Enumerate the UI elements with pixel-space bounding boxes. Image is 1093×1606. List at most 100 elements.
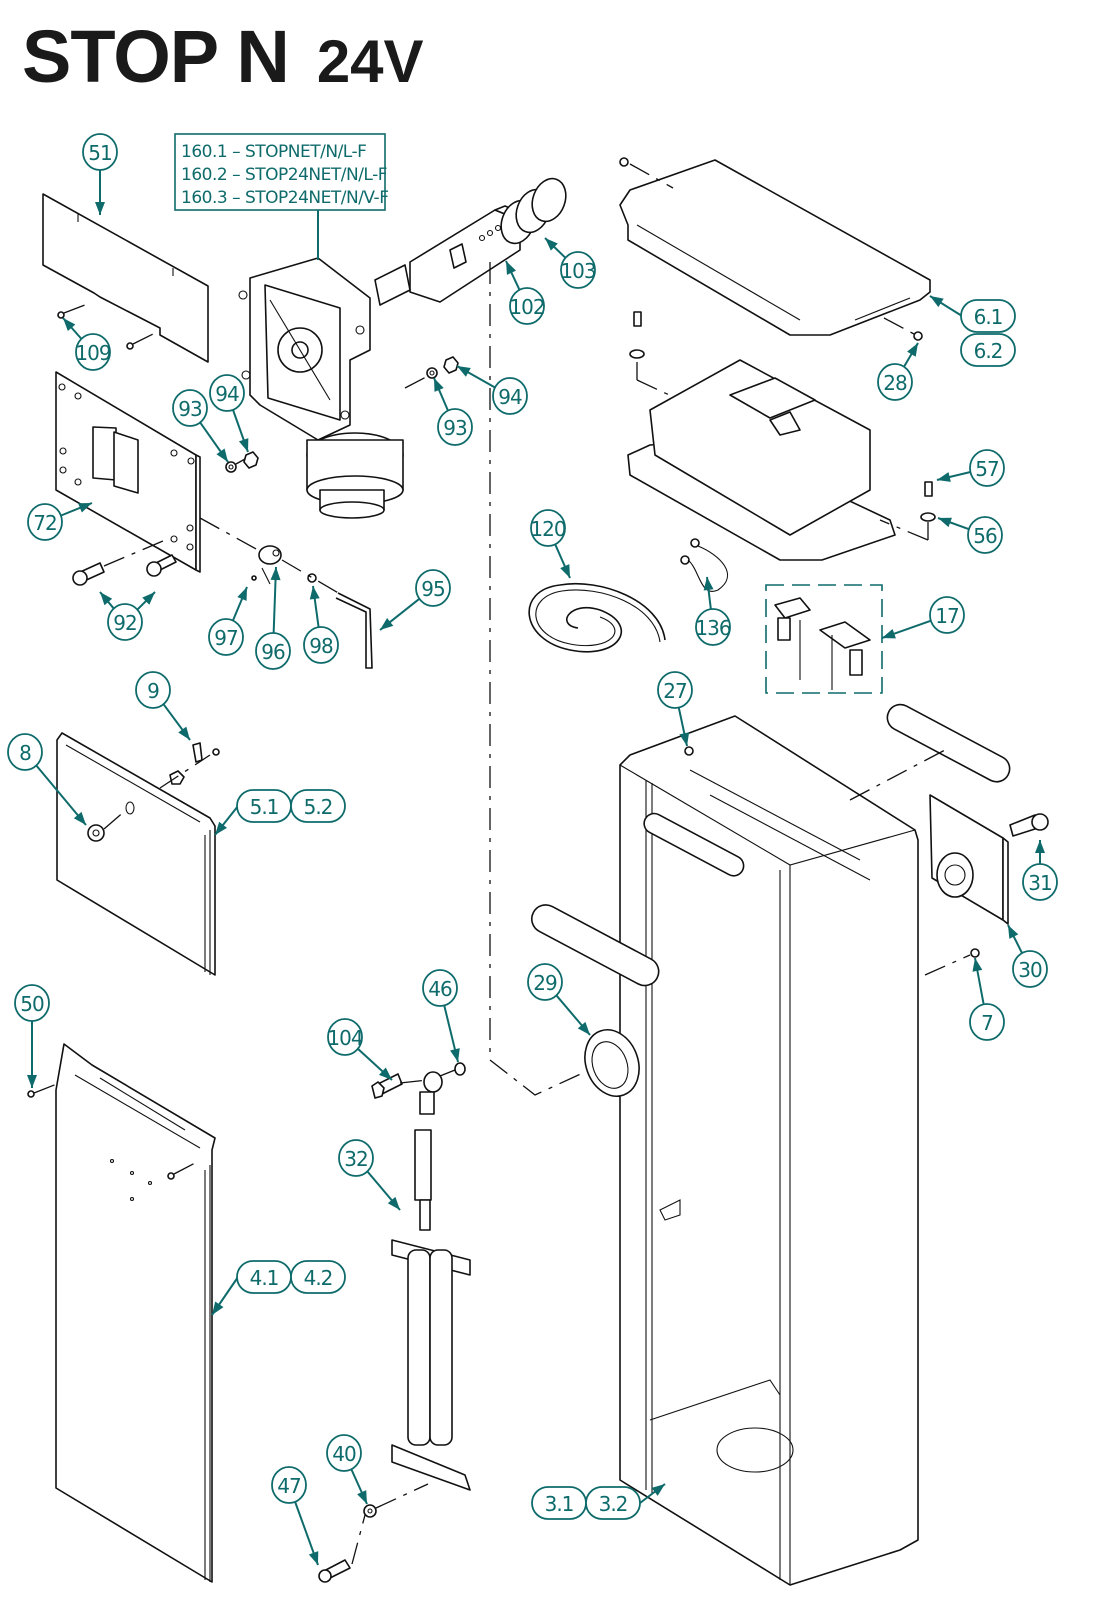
leader-arrowhead bbox=[457, 366, 471, 377]
callout-number: 40 bbox=[332, 1442, 356, 1466]
part-screws-top bbox=[619, 157, 923, 401]
variant-box: 160.1 – STOPNET/N/L-F 160.2 – STOP24NET/… bbox=[174, 133, 389, 260]
callout-number: 4.2 bbox=[304, 1266, 333, 1290]
leader-arrowhead bbox=[308, 1551, 319, 1565]
part-upper-door bbox=[56, 732, 216, 976]
callout-number: 4.1 bbox=[250, 1266, 279, 1290]
callout-number: 120 bbox=[530, 517, 565, 541]
callout-number: 92 bbox=[113, 611, 136, 635]
leader-arrowhead bbox=[1008, 925, 1019, 939]
leader-arrowhead bbox=[679, 732, 690, 746]
part-o-rings bbox=[500, 177, 567, 245]
callout-flange-plate: 30 bbox=[1007, 924, 1048, 988]
callout-top-cover: 6.16.2 bbox=[929, 295, 1016, 367]
callout-screw: 57 bbox=[936, 449, 1005, 487]
callout-washer: 93 bbox=[172, 389, 229, 463]
callout-bubble bbox=[172, 389, 208, 427]
callout-lock-latch: 9 bbox=[135, 671, 191, 741]
callout-bubble bbox=[929, 596, 965, 634]
callout-number: 47 bbox=[277, 1474, 301, 1498]
leader-arrowhead bbox=[1035, 840, 1045, 853]
callout-bubble bbox=[271, 1466, 307, 1504]
callout-number: 94 bbox=[498, 385, 522, 409]
callout-number: 3.2 bbox=[599, 1492, 628, 1516]
leader-arrowhead bbox=[651, 1484, 665, 1496]
leader-arrowhead bbox=[972, 958, 983, 972]
leader-arrowhead bbox=[545, 238, 558, 251]
part-flange-plate bbox=[924, 794, 1049, 976]
part-side-gaskets bbox=[530, 703, 1011, 987]
variant-line-3: 160.3 – STOP24NET/N/V-F bbox=[181, 188, 388, 208]
leader-arrowhead bbox=[27, 1075, 37, 1088]
callout-nut: 7 bbox=[969, 957, 1005, 1041]
callout-number: 72 bbox=[33, 511, 56, 535]
callout-bubble bbox=[422, 969, 458, 1007]
callout-number: 97 bbox=[214, 626, 238, 650]
voltage-label: 24V bbox=[316, 28, 424, 95]
callout-bubble bbox=[877, 363, 913, 401]
callout-number: 8 bbox=[19, 741, 31, 765]
part-earth-cable bbox=[680, 538, 729, 592]
callout-bubble bbox=[1022, 863, 1058, 901]
callout-bubble bbox=[1012, 950, 1048, 988]
leader-arrowhead bbox=[95, 202, 105, 215]
callout-bubble bbox=[82, 133, 118, 171]
callout-screw: 50 bbox=[14, 984, 50, 1088]
callout-bubble bbox=[969, 449, 1005, 487]
callout-limit-switch-assembly: 17 bbox=[881, 596, 965, 639]
callout-circlip: 98 bbox=[303, 585, 339, 664]
leader-arrowhead bbox=[100, 592, 113, 606]
callout-bubble bbox=[14, 984, 50, 1022]
leader-arrowhead bbox=[937, 472, 951, 482]
part-release-mechanism bbox=[199, 517, 373, 669]
model-name: STOP N bbox=[22, 15, 290, 98]
callout-nut: 94 bbox=[456, 365, 528, 415]
callout-pill bbox=[290, 1260, 346, 1294]
callout-bubble bbox=[657, 671, 693, 709]
callout-o-rings: 103 bbox=[544, 237, 597, 289]
callout-pill bbox=[960, 299, 1016, 333]
callout-cage-nut: 27 bbox=[657, 671, 693, 747]
callout-number: 95 bbox=[421, 577, 444, 601]
callout-bubble bbox=[7, 733, 43, 771]
variant-line-2: 160.2 – STOP24NET/N/L-F bbox=[181, 165, 387, 185]
callout-bubble bbox=[338, 1139, 374, 1177]
leader-arrowhead bbox=[73, 811, 86, 825]
leader-arrowhead bbox=[379, 1067, 392, 1080]
callout-bubble bbox=[209, 374, 245, 412]
part-bearing bbox=[584, 1029, 640, 1097]
callout-number: 93 bbox=[178, 397, 202, 421]
callout-number: 6.1 bbox=[974, 305, 1003, 329]
leader-arrowhead bbox=[212, 1301, 224, 1315]
callout-washer: 56 bbox=[937, 516, 1003, 554]
callout-lock-cylinder: 8 bbox=[7, 733, 87, 826]
callout-bolt: 104 bbox=[327, 1018, 393, 1081]
callout-bubble bbox=[967, 516, 1003, 554]
callout-pill bbox=[960, 333, 1016, 367]
leader-arrowhead bbox=[78, 503, 92, 513]
callout-nut: 94 bbox=[209, 374, 249, 453]
callout-number: 27 bbox=[663, 679, 687, 703]
callout-number: 57 bbox=[975, 457, 999, 481]
callout-release-key: 95 bbox=[379, 569, 451, 631]
callout-bearing: 29 bbox=[527, 963, 591, 1036]
callout-earth-cable: 136 bbox=[695, 576, 732, 646]
callout-motor-mounting-plate: 72 bbox=[27, 502, 93, 541]
callout-bubble bbox=[527, 963, 563, 1001]
callout-output-shaft: 102 bbox=[505, 260, 546, 325]
callout-bubble bbox=[492, 377, 528, 415]
part-screw-washer-box bbox=[879, 481, 936, 541]
callout-number: 96 bbox=[261, 640, 285, 664]
callout-number: 51 bbox=[88, 141, 111, 165]
callout-bubble bbox=[107, 603, 143, 641]
callout-rear-cover-plate: 51 bbox=[82, 133, 118, 215]
callout-pin: 31 bbox=[1022, 840, 1058, 901]
part-control-box bbox=[627, 359, 896, 561]
diagram-title: STOP N 24V bbox=[22, 14, 424, 99]
callout-number: 109 bbox=[75, 341, 110, 365]
leader-arrowhead bbox=[938, 517, 952, 528]
callout-number: 29 bbox=[533, 971, 557, 995]
callout-number: 6.2 bbox=[974, 339, 1003, 363]
